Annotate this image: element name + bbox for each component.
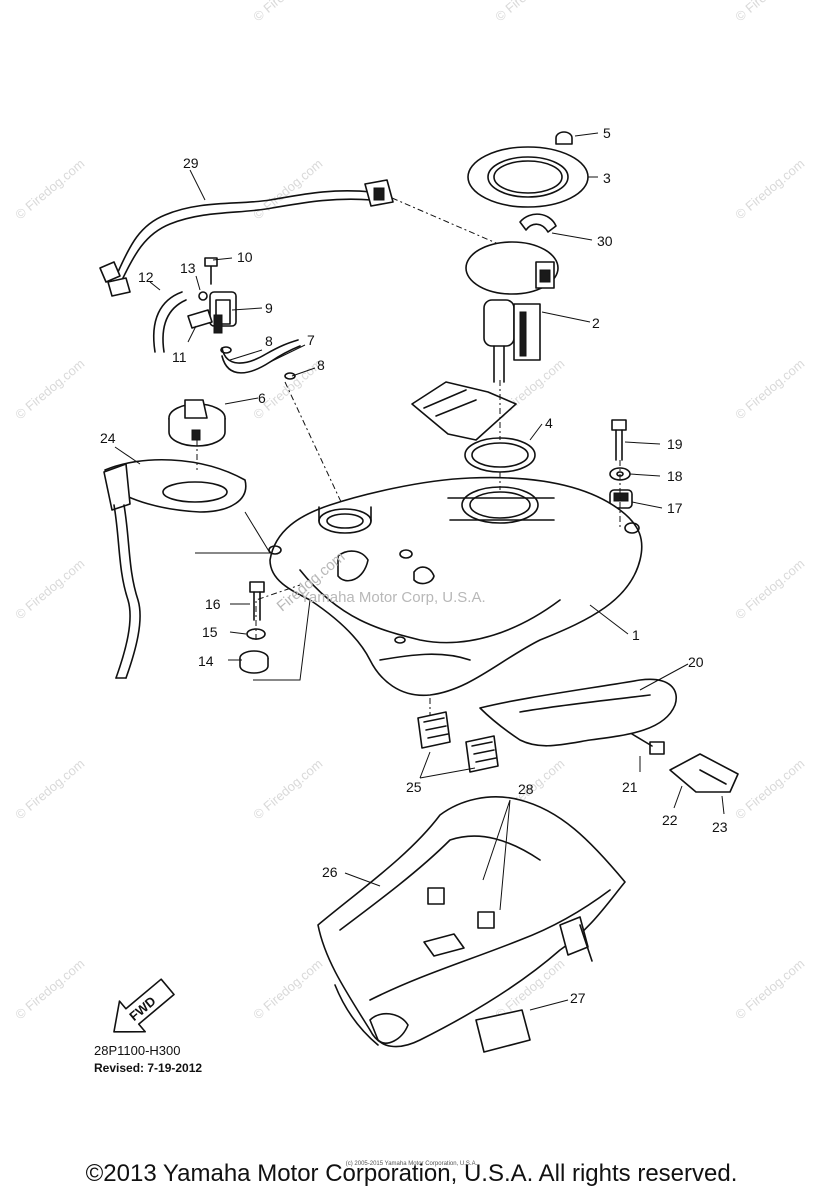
watermark: © Firedog.com [732, 156, 807, 222]
gasket-4 [464, 437, 536, 473]
part-label: 15 [202, 624, 218, 640]
revised-date: Revised: 7-19-2012 [94, 1061, 202, 1075]
part-label: 22 [662, 812, 678, 828]
plate-27 [475, 1009, 531, 1053]
fuel-pump-2 [411, 241, 559, 441]
part-label: 10 [237, 249, 253, 265]
part-label: 8 [317, 357, 325, 373]
cap-5 [555, 131, 573, 145]
part-label: 30 [597, 233, 613, 249]
part-label: 27 [570, 990, 586, 1006]
part-label: 3 [603, 170, 611, 186]
part-label: 1 [632, 627, 640, 643]
part-label: 9 [265, 300, 273, 316]
watermark: © Firedog.com [732, 956, 807, 1022]
part-label: 16 [205, 596, 221, 612]
watermark: © Firedog.com [732, 556, 807, 622]
part-label: 28 [518, 781, 534, 797]
fuel-tank-1 [268, 476, 643, 697]
valve-assembly [187, 257, 237, 334]
part-label: 18 [667, 468, 683, 484]
part-label: 29 [183, 155, 199, 171]
damper-17 [609, 489, 633, 509]
part-label: 20 [688, 654, 704, 670]
copyright: ©2013 Yamaha Motor Corporation, U.S.A. A… [85, 1160, 738, 1187]
part-label: 8 [265, 333, 273, 349]
watermark: © Firedog.com [12, 956, 87, 1022]
fwd-arrow-icon: FWD [113, 978, 175, 1033]
watermark: © Firedog.com [12, 756, 87, 822]
watermark: © Firedog.com [492, 0, 567, 24]
diagram-code: 28P1100-H300 [94, 1043, 181, 1058]
part-labels: 1 2 3 4 5 6 7 8 8 9 10 11 12 13 14 15 16… [100, 125, 728, 1006]
under-cover-26 [317, 796, 626, 1048]
damper-14 [239, 650, 269, 674]
cover-20 [479, 678, 677, 747]
watermark: © Firedog.com [250, 756, 325, 822]
bracket-22-23 [669, 753, 739, 793]
part-label: 4 [545, 415, 553, 431]
part-label: 23 [712, 819, 728, 835]
part-label: 19 [667, 436, 683, 452]
guide-lines [195, 380, 621, 715]
damper-25 [417, 711, 499, 773]
part-label: 5 [603, 125, 611, 141]
guide-line [391, 197, 541, 263]
part-label: 26 [322, 864, 338, 880]
part-label: 12 [138, 269, 154, 285]
fuel-cap-6 [168, 399, 226, 447]
center-watermark: Yamaha Motor Corp, U.S.A. [300, 589, 486, 606]
part-label: 24 [100, 430, 116, 446]
watermark: © Firedog.com [732, 0, 807, 24]
part-label: 21 [622, 779, 638, 795]
watermark: © Firedog.com [250, 956, 325, 1022]
watermark: © Firedog.com [250, 0, 325, 24]
watermark: © Firedog.com [12, 156, 87, 222]
bolt-16 [249, 581, 265, 621]
leader-lines [114, 132, 725, 1011]
part-label: 13 [180, 260, 196, 276]
watermark: © Firedog.com [732, 356, 807, 422]
hose-12 [153, 291, 187, 353]
part-label: 14 [198, 653, 214, 669]
bolt-21 [631, 733, 665, 755]
part-label: 7 [307, 332, 315, 348]
watermark: © Firedog.com [12, 556, 87, 622]
watermark: © Firedog.com [250, 156, 325, 222]
tiny-copyright-note: (c) 2005-2015 Yamaha Motor Corporation, … [345, 1161, 478, 1167]
bolt-19 [611, 419, 627, 461]
clip-30 [519, 213, 557, 233]
retaining-ring-3 [467, 146, 589, 208]
part-label: 11 [172, 349, 187, 365]
part-label: 2 [592, 315, 600, 331]
breather-hose-29 [99, 179, 394, 297]
watermark: © Firedog.com [12, 356, 87, 422]
hose-7 [220, 339, 301, 380]
filler-tray-24 [103, 458, 247, 679]
part-label: 25 [406, 779, 422, 795]
part-label: 17 [667, 500, 683, 516]
watermark: © Firedog.com [732, 756, 807, 822]
part-label: 6 [258, 390, 266, 406]
